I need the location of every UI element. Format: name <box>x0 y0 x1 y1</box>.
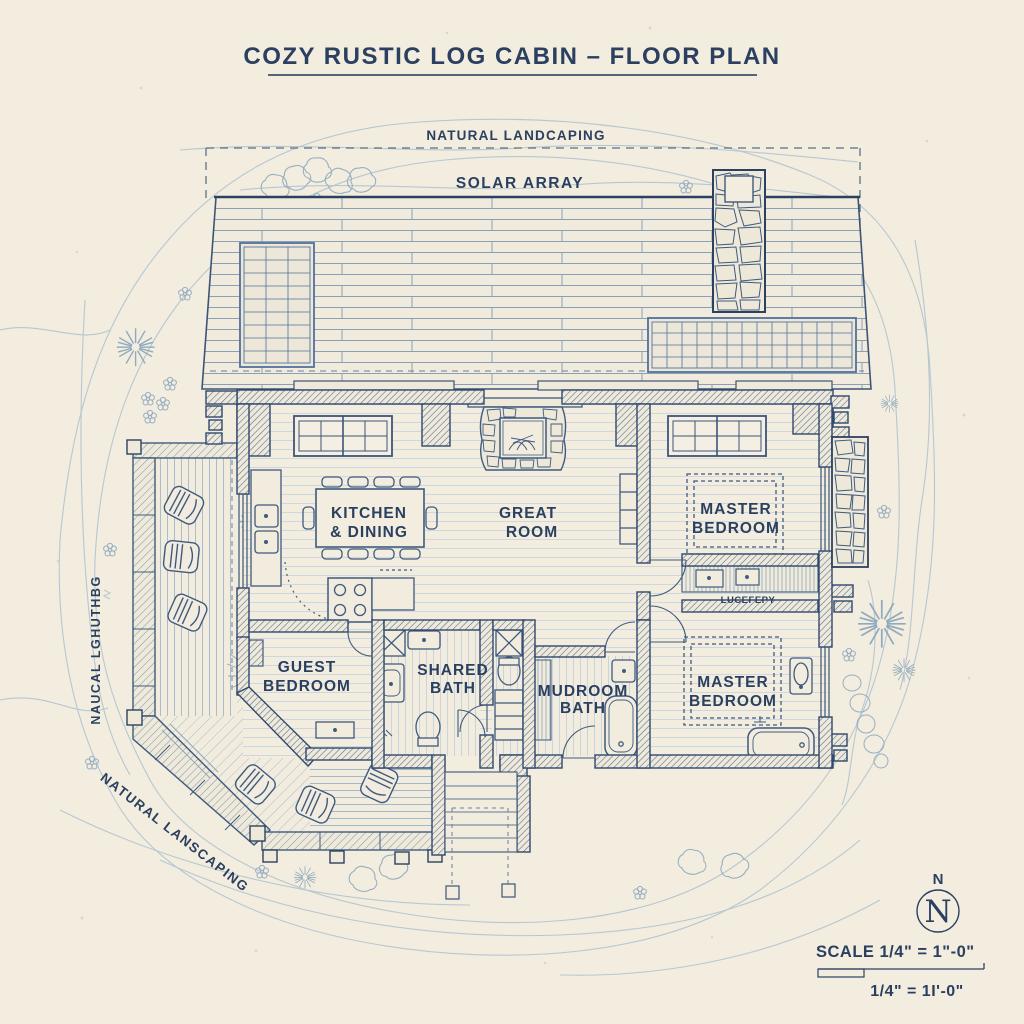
deck <box>126 439 443 865</box>
deck-posts <box>126 439 443 865</box>
trellis-footings <box>445 883 516 900</box>
master-lower-fixtures <box>747 657 815 762</box>
scale-bar-segment <box>817 968 865 978</box>
label-shared-bath-line2: BATH <box>430 680 476 697</box>
pebble-path <box>842 674 889 769</box>
toilet <box>497 656 521 686</box>
label-master-upper-line1: MASTER <box>700 501 771 518</box>
roof <box>201 169 872 391</box>
chimney-flue <box>724 175 754 203</box>
compass-circle <box>916 889 960 933</box>
deck-rail-joints <box>133 514 381 850</box>
chimney-top <box>712 169 766 313</box>
scale-text-line1: SCALE 1/4" = 1"-0" <box>816 943 975 961</box>
door-mudroom-exterior <box>562 725 596 759</box>
label-master-lower-line1: MASTER <box>697 674 768 691</box>
bed-master-lower <box>683 636 782 726</box>
label-great-room-line2: ROOM <box>506 524 558 541</box>
label-great-room-line1: GREAT <box>499 505 557 522</box>
windows <box>238 415 830 718</box>
door-entry <box>457 709 486 738</box>
kitchen-counter <box>250 469 353 625</box>
page-title: COZY RUSTIC LOG CABIN – FLOOR PLAN <box>243 43 780 70</box>
label-master-upper-line2: BEDROOM <box>692 520 780 537</box>
scale-bar: SCALE 1/4" = 1"-0" 1/4" = 1I'-0" <box>816 943 985 1000</box>
log-ends <box>205 395 854 762</box>
wc-strip-fixtures <box>494 629 524 741</box>
wood-stove <box>248 639 264 667</box>
bookshelf <box>619 473 638 545</box>
guest-furniture <box>226 639 355 739</box>
label-property-line: NATURAL LANDCAPING <box>426 128 605 143</box>
trellis-outline <box>451 807 509 890</box>
label-left-landscaping: NAUCAL LGHUTHBG <box>89 575 103 724</box>
label-closet: LUCEFEPY <box>721 595 776 606</box>
compass-rose-letter: N <box>924 894 951 930</box>
window-deck-door <box>238 493 248 589</box>
window-master-upper <box>667 415 767 457</box>
door-mudroom <box>604 621 636 653</box>
label-kitchen-line2: & DINING <box>330 524 408 541</box>
label-guest-line2: BEDROOM <box>263 678 351 695</box>
compass: N N <box>916 871 960 933</box>
dining-table <box>302 476 438 560</box>
window-east-upper <box>820 466 830 552</box>
closet <box>681 565 819 593</box>
plants <box>85 157 917 900</box>
label-mudroom-bath-line1: MUDROOM <box>538 683 629 700</box>
mudroom-bath-fixtures <box>532 659 638 759</box>
stove <box>327 569 415 623</box>
furniture <box>226 397 819 762</box>
label-shared-bath-line1: SHARED <box>417 662 488 679</box>
window-east-lower <box>820 646 830 718</box>
compass-north-letter: N <box>933 871 944 888</box>
fireplace <box>467 397 583 471</box>
deck-chair <box>162 539 201 575</box>
label-guest-line1: GUEST <box>278 659 336 676</box>
label-solar-array: SOLAR ARRAY <box>456 175 584 192</box>
eave-trim <box>293 380 833 391</box>
door-swings <box>347 559 687 759</box>
label-mudroom-bath-line2: BATH <box>560 700 606 717</box>
deck-steps <box>161 723 219 779</box>
stone-chimney-east <box>831 436 869 568</box>
solar-panel-left <box>239 242 315 368</box>
room-labels: KITCHEN & DINING GREAT ROOM MASTER BEDRO… <box>263 501 780 717</box>
scale-text-line2: 1/4" = 1I'-0" <box>870 983 964 1000</box>
entry-steps <box>444 771 518 853</box>
walls <box>205 389 854 856</box>
label-kitchen-line1: KITCHEN <box>331 505 407 522</box>
title-block: COZY RUSTIC LOG CABIN – FLOOR PLAN <box>243 43 780 76</box>
window-kitchen <box>293 415 393 457</box>
label-master-lower-line2: BEDROOM <box>689 693 777 710</box>
door-master-lower <box>649 605 687 643</box>
solar-panel-right <box>647 317 857 373</box>
door-master-upper <box>649 559 687 597</box>
door-guest <box>347 631 373 657</box>
door-shared-bath <box>459 704 488 733</box>
